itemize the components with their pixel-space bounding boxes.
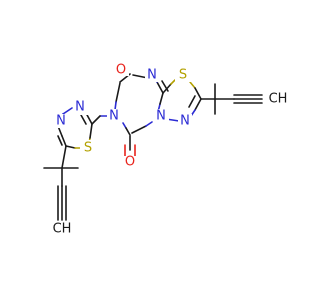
label-backdrop [115,62,129,76]
background [0,0,300,300]
sulfur-atom-left: S [84,141,92,156]
atom-labels: O N S CH N N N N N S O CH [48,62,292,237]
molecule-diagram: O N S CH N N N N N S O CH [0,0,300,300]
ch-terminal-left: CH [53,222,72,237]
nitrogen-atom-top: N [147,68,157,83]
bond [91,115,101,125]
label-backdrop [155,109,169,123]
bond [189,81,196,89]
bond [122,122,127,129]
oxygen-atom-top: O [116,63,126,78]
bond [65,145,76,149]
bond [170,79,176,85]
label-backdrop [266,92,292,106]
label-backdrop [55,114,69,128]
bond [162,83,172,94]
bond [159,92,164,105]
bond [114,101,117,111]
molecule-structure: O N S CH N N N N N S O CH [0,0,300,300]
nitrogen-atom-bridge: N [156,109,166,124]
label-backdrop [123,156,137,170]
label-backdrop [178,114,192,128]
bond [145,121,153,127]
bond [61,145,67,169]
nitrogen-atom-thiadiazole-1: N [75,100,85,115]
bond [125,127,131,136]
label-backdrop [75,101,89,115]
oxygen-atom-bottom: O [125,155,135,170]
label-backdrop [175,68,191,82]
bond [115,82,121,103]
nitrogen-atom-fused: N [180,114,190,129]
bond [61,135,67,147]
bond [62,107,73,115]
ch-terminal-right: CH [269,92,288,107]
sulfur-atom-right: S [179,68,187,83]
nitrogen-atom-thiadiazole-2: N [56,114,66,129]
label-backdrop [48,222,74,236]
label-backdrop [145,68,159,82]
bond [194,98,202,111]
bond [80,114,87,125]
bond [194,87,202,100]
label-backdrop [107,109,121,123]
bond [89,123,93,139]
label-backdrop [80,140,96,154]
bond [131,125,147,134]
bond [156,81,164,94]
nitrogen-atom-center: N [109,109,119,124]
bond [188,95,196,108]
bond [57,135,63,146]
